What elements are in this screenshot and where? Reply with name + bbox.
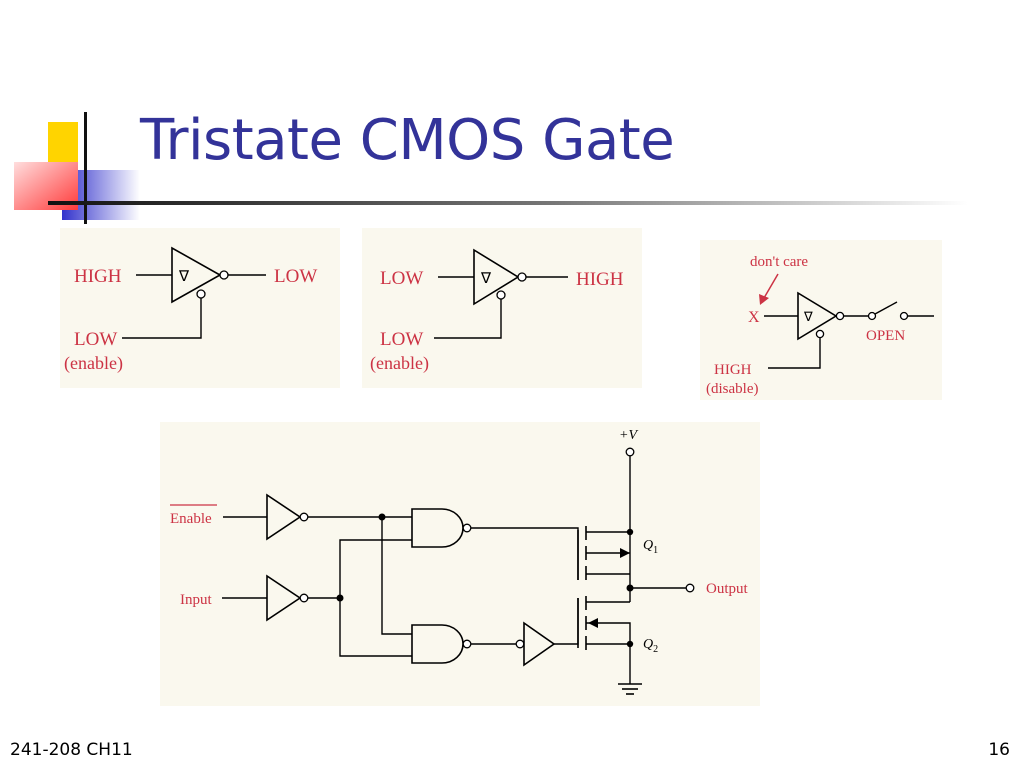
q2-body-lead <box>586 622 631 644</box>
diagram2-enable-note: (enable) <box>370 353 429 374</box>
q2-arrow <box>588 618 598 628</box>
supply-label: +V <box>619 428 638 443</box>
diagram2-enable-label: LOW <box>380 329 423 350</box>
diagram2-output-label: HIGH <box>576 269 624 290</box>
diagram3-arrow-head <box>759 294 769 305</box>
input-inverter <box>266 574 302 622</box>
input-to-upper-nand-wire <box>339 539 412 598</box>
q1-source-dot <box>626 528 634 536</box>
upper-nand-gate <box>411 508 464 548</box>
q1-subscript: 1 <box>653 545 658 556</box>
circuit-background <box>160 422 760 706</box>
diagram3-open-label: OPEN <box>866 328 905 344</box>
enable-inverter <box>266 493 302 541</box>
diagram3-tristate-mark: ∇ <box>803 309 813 324</box>
diagram1-output-label: LOW <box>274 266 317 287</box>
diagram2-output-bubble <box>517 272 527 282</box>
q1-letter: Q <box>643 538 653 553</box>
diagram1-enable-note: (enable) <box>64 353 123 374</box>
cmos-tristate-circuit: Enable Input Output +V Q1 Q2 <box>160 422 760 706</box>
slide-title: Tristate CMOS Gate <box>140 108 675 173</box>
diagram3-disable-label: HIGH <box>714 362 752 378</box>
diagram3-input-label: X <box>748 309 760 326</box>
diagram-disabled: don't care X ∇ OPEN HIGH (disable) <box>700 240 942 400</box>
input-to-lower-nand-wire <box>339 598 412 657</box>
diagram3-switch-contact-left <box>867 311 877 321</box>
diagram1-buffer-symbol <box>171 246 222 304</box>
slide-number: 16 <box>988 740 1010 760</box>
title-underline <box>48 201 968 205</box>
upper-nand-bubble <box>462 523 472 533</box>
diagram3-switch-arm <box>874 301 898 315</box>
q2-subscript: 2 <box>653 644 658 655</box>
diagram3-disable-wire <box>768 338 821 369</box>
diagram3-background <box>700 240 942 400</box>
diagram1-enable-label: LOW <box>74 329 117 350</box>
input-inverter-bubble <box>299 593 309 603</box>
diagram3-disable-note: (disable) <box>706 381 758 397</box>
diagram1-enable-wire <box>122 298 202 339</box>
diagram-enabled-high-input: HIGH ∇ LOW LOW (enable) <box>60 228 340 388</box>
diagram2-enable-wire <box>434 299 502 339</box>
diagram3-enable-bubble <box>815 329 825 339</box>
deco-vertical-rule <box>84 112 87 224</box>
diagram1-output-bubble <box>219 270 229 280</box>
diagram2-input-label: LOW <box>380 268 423 289</box>
footer-course-code: 241-208 CH11 <box>10 740 133 760</box>
diagram1-enable-bubble <box>196 289 206 299</box>
lower-nand-bubble <box>462 639 472 649</box>
title-decoration <box>14 112 968 224</box>
enable-bar-label: Enable <box>170 511 212 527</box>
enable-inverter-bubble <box>299 512 309 522</box>
diagram1-background <box>60 228 340 388</box>
lower-nand-gate <box>411 624 464 664</box>
enable-to-lower-nand-wire <box>381 517 412 635</box>
diagram3-switch-contact-right <box>899 311 909 321</box>
ground-icon <box>618 683 642 695</box>
q2-label: Q2 <box>643 637 658 655</box>
input-label: Input <box>180 592 212 608</box>
diagram1-tristate-mark: ∇ <box>178 269 190 285</box>
output-label: Output <box>706 581 749 597</box>
output-buffer <box>523 621 556 667</box>
diagram2-background <box>362 228 642 388</box>
supply-terminal <box>625 447 635 457</box>
q1-label: Q1 <box>643 538 658 556</box>
diagram1-input-label: HIGH <box>74 266 122 287</box>
output-terminal <box>685 583 695 593</box>
diagram3-dont-care-label: don't care <box>750 254 808 270</box>
q1-arrow <box>620 548 630 558</box>
diagram2-enable-bubble <box>496 290 506 300</box>
diagram3-output-bubble <box>835 311 845 321</box>
buffer-input-bubble <box>515 639 525 649</box>
diagram-enabled-low-input: LOW ∇ HIGH LOW (enable) <box>362 228 642 388</box>
diagram2-tristate-mark: ∇ <box>480 271 492 287</box>
diagram2-buffer-symbol <box>473 248 520 306</box>
q2-letter: Q <box>643 637 653 652</box>
diagram3-buffer-symbol <box>797 291 838 341</box>
diagram3-arrow-line <box>763 273 779 299</box>
